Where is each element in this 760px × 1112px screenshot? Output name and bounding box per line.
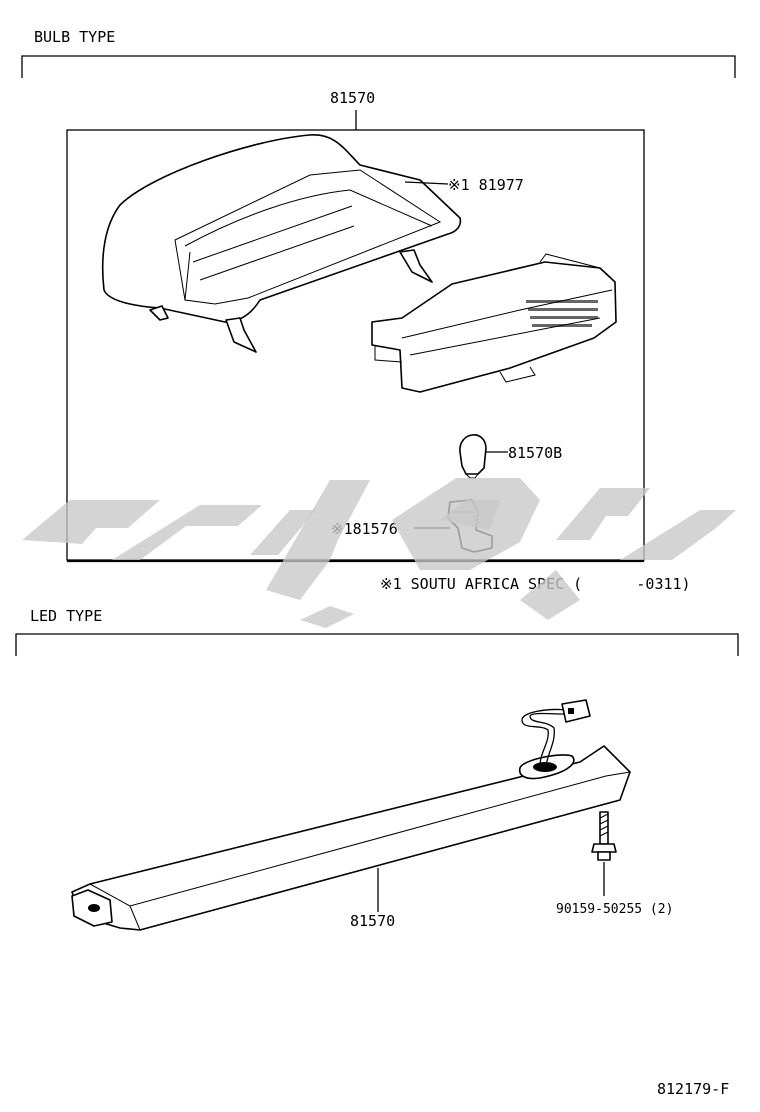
led-lamp-part-label: 81570 xyxy=(350,912,395,930)
bulb-section-bracket xyxy=(21,55,736,78)
led-section-bracket xyxy=(15,633,739,656)
bulb-assembly-part-label: 81570 xyxy=(330,89,375,107)
bulb-part-label: 81570B xyxy=(508,444,562,462)
screw-part-label: 90159-50255 (2) xyxy=(556,902,673,917)
watermark-logo xyxy=(22,478,736,628)
cover-leader xyxy=(404,181,449,185)
led-type-title: LED TYPE xyxy=(30,607,102,625)
socket-part-label: ※181576 xyxy=(331,520,398,538)
cover-part-label: ※1 81977 xyxy=(448,176,524,194)
led-lamp-drawing xyxy=(71,699,631,931)
diagram-id: 812179-F xyxy=(657,1080,729,1098)
bulb-type-title: BULB TYPE xyxy=(34,28,115,46)
bulb-drawing xyxy=(459,434,487,479)
lamp-housing-drawing xyxy=(371,253,617,393)
screw-drawing xyxy=(591,811,617,861)
lamp-cover-drawing xyxy=(101,134,462,353)
spec-note: ※1 SOUTU AFRICA SPEC ( -0311) xyxy=(380,575,691,593)
